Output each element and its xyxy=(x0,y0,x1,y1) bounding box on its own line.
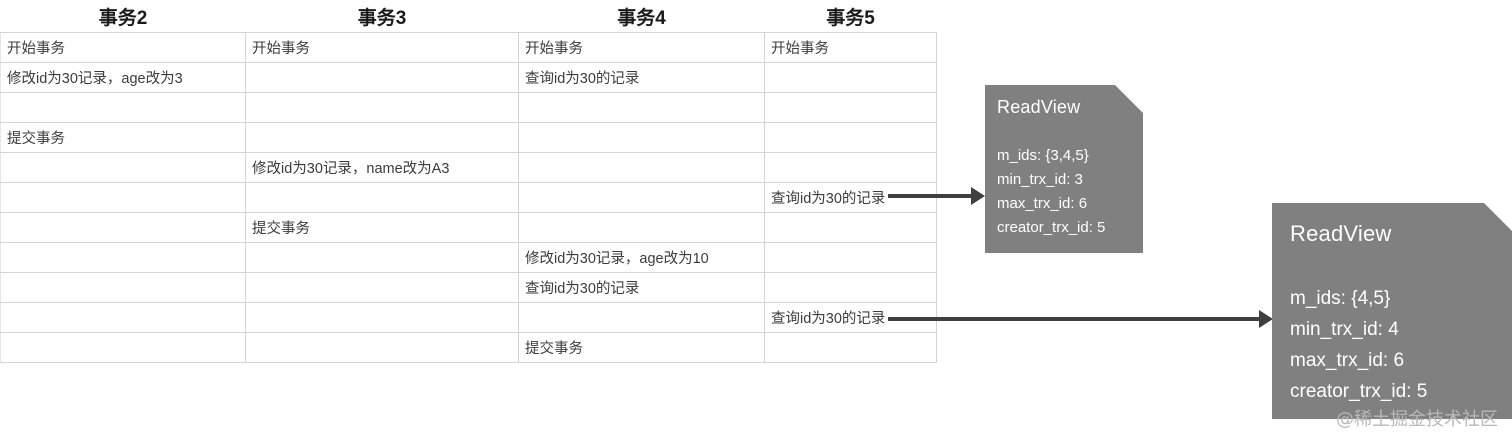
readview-2-fields: m_ids: {4,5} min_trx_id: 4 max_trx_id: 6… xyxy=(1290,283,1512,407)
readview-1-fields: m_ids: {3,4,5} min_trx_id: 3 max_trx_id:… xyxy=(997,144,1143,240)
cell-r2-txn5 xyxy=(764,92,937,123)
column-header-txn5: 事务5 xyxy=(764,0,937,33)
cell-r7-txn4: 修改id为30记录，age改为10 xyxy=(518,242,765,273)
table-row: 修改id为30记录，age改为10 xyxy=(0,242,937,273)
readview-1-max-trx-id: max_trx_id: 6 xyxy=(997,195,1088,212)
cell-r4-txn3: 修改id为30记录，name改为A3 xyxy=(245,152,519,183)
table-row xyxy=(0,92,937,123)
cell-r3-txn5 xyxy=(764,122,937,153)
cell-r10-txn3 xyxy=(245,332,519,363)
cell-r1-txn4: 查询id为30的记录 xyxy=(518,62,765,93)
cell-r10-txn4: 提交事务 xyxy=(518,332,765,363)
cell-r6-txn2 xyxy=(0,212,246,243)
cell-r0-txn5: 开始事务 xyxy=(764,32,937,63)
cell-r2-txn3 xyxy=(245,92,519,123)
table-row: 修改id为30记录，age改为3 查询id为30的记录 xyxy=(0,62,937,93)
readview-2-creator-trx-id: creator_trx_id: 5 xyxy=(1290,381,1428,402)
readview-2-min-trx-id: min_trx_id: 4 xyxy=(1290,319,1399,340)
table-header-row: 事务2 事务3 事务4 事务5 xyxy=(0,0,937,33)
cell-r9-txn4 xyxy=(518,302,765,333)
cell-r10-txn5 xyxy=(764,332,937,363)
table-body: 事务2 事务3 事务4 事务5 开始事务 开始事务 开始事务 开始事务 修改id… xyxy=(0,0,937,363)
cell-r1-txn2: 修改id为30记录，age改为3 xyxy=(0,62,246,93)
cell-r9-txn3 xyxy=(245,302,519,333)
cell-r7-txn2 xyxy=(0,242,246,273)
readview-1-creator-trx-id: creator_trx_id: 5 xyxy=(997,219,1106,236)
cell-r4-txn5 xyxy=(764,152,937,183)
table-row: 查询id为30的记录 xyxy=(0,302,937,333)
cell-r5-txn4 xyxy=(518,182,765,213)
cell-r0-txn4: 开始事务 xyxy=(518,32,765,63)
cell-r3-txn3 xyxy=(245,122,519,153)
cell-r2-txn2 xyxy=(0,92,246,123)
readview-1-title: ReadView xyxy=(997,97,1081,117)
table-row: 提交事务 xyxy=(0,212,937,243)
cell-r8-txn4: 查询id为30的记录 xyxy=(518,272,765,303)
column-header-txn2: 事务2 xyxy=(0,0,246,33)
readview-1-min-trx-id: min_trx_id: 3 xyxy=(997,171,1083,188)
readview-2-max-trx-id: max_trx_id: 6 xyxy=(1290,350,1405,371)
cell-r10-txn2 xyxy=(0,332,246,363)
cell-r5-txn3 xyxy=(245,182,519,213)
cell-r8-txn2 xyxy=(0,272,246,303)
cell-r8-txn3 xyxy=(245,272,519,303)
watermark: @稀土掘金技术社区 xyxy=(1336,409,1498,430)
cell-r7-txn5 xyxy=(764,242,937,273)
cell-r5-txn2 xyxy=(0,182,246,213)
table-row: 查询id为30的记录 xyxy=(0,272,937,303)
table-row: 提交事务 xyxy=(0,122,937,153)
cell-r0-txn3: 开始事务 xyxy=(245,32,519,63)
readview-box-2: ReadView m_ids: {4,5} min_trx_id: 4 max_… xyxy=(1272,203,1512,419)
readview-box-1: ReadView m_ids: {3,4,5} min_trx_id: 3 ma… xyxy=(985,85,1143,253)
arrow-to-readview-2 xyxy=(888,317,1260,321)
transaction-timeline-table: 事务2 事务3 事务4 事务5 开始事务 开始事务 开始事务 开始事务 修改id… xyxy=(0,0,937,363)
table-row: 开始事务 开始事务 开始事务 开始事务 xyxy=(0,32,937,63)
cell-r6-txn5 xyxy=(764,212,937,243)
readview-1-m-ids: m_ids: {3,4,5} xyxy=(997,147,1089,164)
cell-r6-txn4 xyxy=(518,212,765,243)
table-row: 修改id为30记录，name改为A3 xyxy=(0,152,937,183)
column-header-txn4: 事务4 xyxy=(518,0,765,33)
cell-r6-txn3: 提交事务 xyxy=(245,212,519,243)
cell-r1-txn5 xyxy=(764,62,937,93)
cell-r9-txn2 xyxy=(0,302,246,333)
table-row: 查询id为30的记录 xyxy=(0,182,937,213)
readview-2-title: ReadView xyxy=(1290,221,1392,246)
column-header-txn3: 事务3 xyxy=(245,0,519,33)
cell-r4-txn4 xyxy=(518,152,765,183)
cell-r3-txn2: 提交事务 xyxy=(0,122,246,153)
readview-2-m-ids: m_ids: {4,5} xyxy=(1290,288,1391,309)
cell-r4-txn2 xyxy=(0,152,246,183)
cell-r2-txn4 xyxy=(518,92,765,123)
table-row: 提交事务 xyxy=(0,332,937,363)
cell-r3-txn4 xyxy=(518,122,765,153)
cell-r1-txn3 xyxy=(245,62,519,93)
cell-r8-txn5 xyxy=(764,272,937,303)
cell-r7-txn3 xyxy=(245,242,519,273)
arrow-to-readview-1 xyxy=(888,194,972,198)
cell-r0-txn2: 开始事务 xyxy=(0,32,246,63)
